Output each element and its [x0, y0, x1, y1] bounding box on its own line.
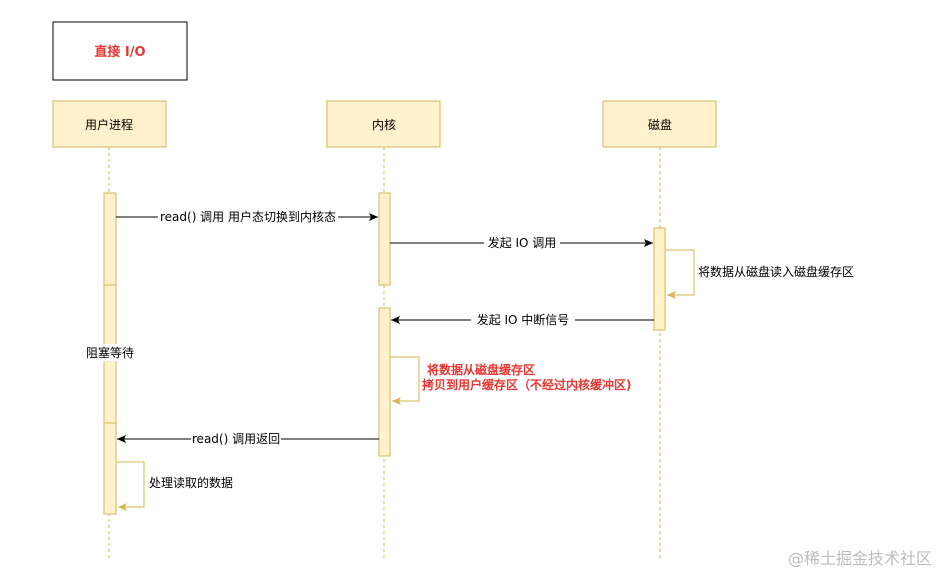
message-disk-read-label: 将数据从磁盘读入磁盘缓存区 — [698, 264, 854, 279]
participant-kernel-label: 内核 — [372, 118, 396, 132]
message-io-interrupt: 发起 IO 中断信号 — [391, 312, 654, 328]
message-process-data: 处理读取的数据 — [116, 461, 233, 511]
activation-disk — [653, 227, 666, 331]
message-read-call-label: read() 调用 用户态切换到内核态 — [160, 209, 336, 224]
activation-user-3 — [103, 422, 117, 515]
participant-disk-label: 磁盘 — [648, 117, 672, 132]
message-io-interrupt-label: 发起 IO 中断信号 — [477, 312, 570, 327]
note-blocking-label: 阻塞等待 — [86, 345, 134, 360]
title-box: 直接 I/O — [52, 21, 188, 81]
watermark: @稀土掘金技术社区 — [787, 549, 932, 568]
message-io-call-label: 发起 IO 调用 — [488, 235, 557, 250]
activation-kernel-1 — [378, 192, 391, 286]
message-io-call: 发起 IO 调用 — [390, 235, 653, 251]
participant-user: 用户进程 — [52, 100, 167, 148]
message-process-data-label: 处理读取的数据 — [149, 475, 233, 490]
message-read-return: read() 调用返回 — [117, 431, 379, 447]
participant-disk: 磁盘 — [602, 100, 717, 148]
message-copy-line1: 将数据从磁盘缓存区 — [427, 362, 535, 377]
message-copy-user-buffer: 将数据从磁盘缓存区 拷贝到用户缓存区（不经过内核缓冲区) — [390, 356, 632, 405]
note-blocking: 阻塞等待 — [80, 344, 138, 361]
message-read-call: read() 调用 用户态切换到内核态 — [116, 209, 378, 225]
activation-kernel-2 — [378, 307, 391, 457]
message-read-return-label: read() 调用返回 — [192, 432, 280, 446]
participant-kernel: 内核 — [326, 100, 441, 148]
message-copy-line2: 拷贝到用户缓存区（不经过内核缓冲区) — [422, 377, 632, 392]
diagram-title: 直接 I/O — [94, 44, 145, 60]
message-disk-read: 将数据从磁盘读入磁盘缓存区 — [665, 249, 854, 299]
activation-user-1 — [103, 192, 117, 286]
participant-user-label: 用户进程 — [85, 117, 133, 132]
